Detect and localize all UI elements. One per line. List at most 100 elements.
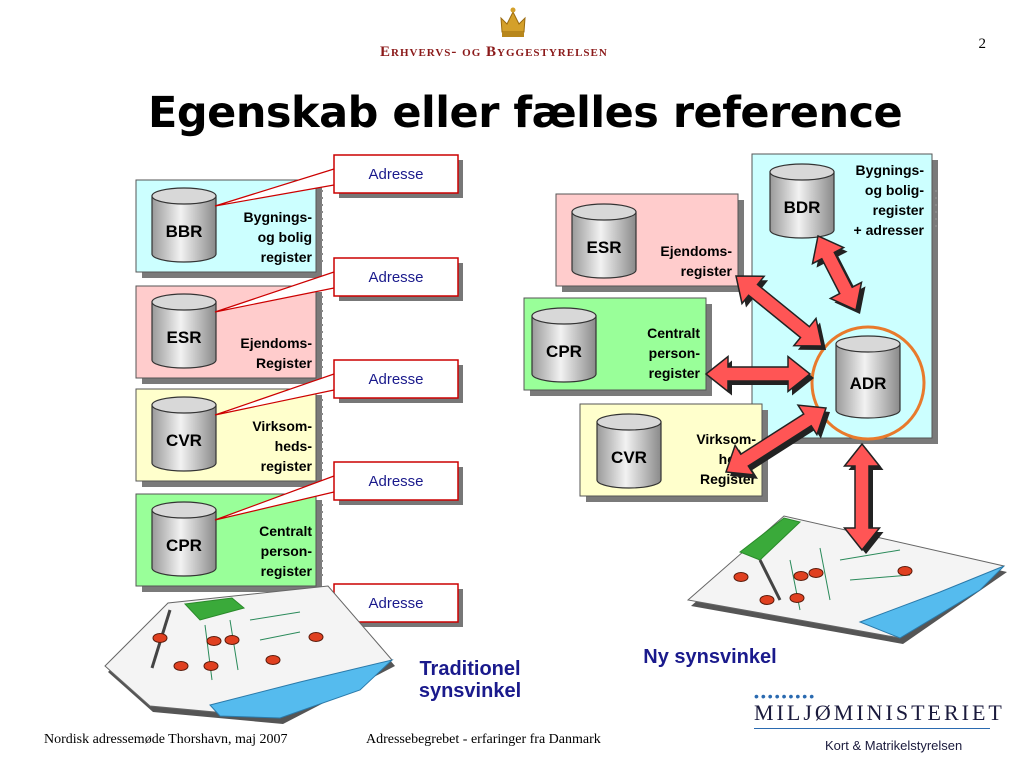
arrow-body bbox=[811, 234, 863, 312]
register-label-line: Virksom- bbox=[252, 418, 312, 434]
map-traditional bbox=[104, 585, 395, 724]
cylinder-label: ESR bbox=[587, 238, 622, 257]
cylinder-top bbox=[151, 293, 217, 311]
address-label: Adresse bbox=[333, 257, 463, 301]
database-cylinder: CPR bbox=[531, 307, 597, 383]
address-point bbox=[173, 661, 189, 671]
database-cylinder: ESR bbox=[571, 203, 637, 279]
label-body bbox=[333, 583, 459, 623]
address-label: Adresse bbox=[333, 461, 463, 505]
register-label-line: register bbox=[681, 263, 733, 279]
cylinder-label: ESR bbox=[167, 328, 202, 347]
map-new bbox=[686, 515, 1007, 644]
register-label-line: register bbox=[261, 563, 313, 579]
parcel-line bbox=[204, 611, 301, 681]
register-label-line: Ejendoms- bbox=[240, 335, 312, 351]
cylinder-body bbox=[151, 404, 217, 472]
parcel-line bbox=[789, 547, 911, 611]
agency-name: Erhvervs- og Byggestyrelsen bbox=[380, 44, 608, 60]
register-label-line: register bbox=[261, 458, 313, 474]
register-label-line: person- bbox=[261, 543, 313, 559]
cylinder-top bbox=[151, 187, 217, 205]
database-cylinder: BDR bbox=[769, 163, 835, 239]
register-esr: ESR Ejendoms- Register bbox=[135, 285, 323, 384]
register-label-line: register bbox=[649, 365, 701, 381]
address-point bbox=[308, 632, 324, 642]
highlight-ring bbox=[810, 325, 926, 441]
register-label-line: register bbox=[261, 249, 313, 265]
cylinder-label: CPR bbox=[546, 342, 582, 361]
cylinder-body bbox=[151, 301, 217, 369]
arrow-adr-map bbox=[842, 442, 884, 554]
cylinder-label: BBR bbox=[166, 222, 203, 241]
cylinder-body bbox=[571, 211, 637, 279]
ministry-divider bbox=[754, 728, 990, 729]
road bbox=[758, 559, 782, 601]
address-point bbox=[733, 572, 749, 582]
page-number: 2 bbox=[978, 36, 987, 52]
address-point bbox=[808, 568, 824, 578]
ministry-sub: Kort & Matrikelstyrelsen bbox=[825, 738, 963, 753]
register-label-line: Register bbox=[256, 355, 313, 371]
address-pointer bbox=[214, 475, 335, 521]
address-label: Adresse bbox=[333, 154, 463, 198]
address-point bbox=[759, 595, 775, 605]
arrow-body bbox=[735, 275, 823, 347]
cylinder-top bbox=[151, 396, 217, 414]
address-point bbox=[224, 635, 240, 645]
cylinder-top bbox=[769, 163, 835, 181]
database-cylinder: BBR bbox=[151, 187, 217, 263]
register-cvr: CVR Virksom-heds-register bbox=[135, 388, 323, 487]
cylinder-top bbox=[531, 307, 597, 325]
address-pointer bbox=[214, 271, 335, 313]
arrow-bdr-adr bbox=[811, 234, 866, 314]
database-cylinder: CVR bbox=[151, 396, 217, 472]
footer-left: Nordisk adressemøde Thorshavn, maj 2007 bbox=[44, 732, 288, 747]
cylinder-label: CVR bbox=[166, 431, 202, 450]
address-point bbox=[789, 593, 805, 603]
register-label-line: Virksom- bbox=[696, 431, 756, 447]
address-text: Adresse bbox=[368, 595, 423, 612]
register-label-line: register bbox=[873, 202, 925, 218]
park-area bbox=[183, 597, 246, 621]
address-text: Adresse bbox=[368, 371, 423, 388]
register-adr: ADR bbox=[810, 325, 926, 441]
address-label: Adresse bbox=[333, 583, 463, 627]
water-area bbox=[858, 565, 1005, 639]
cylinder-top bbox=[835, 335, 901, 353]
cylinder-body bbox=[531, 315, 597, 383]
footer-right: Adressebegrebet - erfaringer fra Danmark bbox=[366, 732, 601, 747]
address-point bbox=[206, 636, 222, 646]
address-text: Adresse bbox=[368, 473, 423, 490]
address-point bbox=[203, 661, 219, 671]
cylinder-label: CPR bbox=[166, 536, 202, 555]
cylinder-top bbox=[571, 203, 637, 221]
address-point bbox=[152, 633, 168, 643]
register-label-line: + adresser bbox=[854, 222, 925, 238]
arrow-cvr-adr bbox=[724, 404, 830, 479]
cylinder-label: CVR bbox=[611, 448, 647, 467]
register-label-line: heds- bbox=[275, 438, 313, 454]
database-cylinder: CPR bbox=[151, 501, 217, 577]
label-body bbox=[333, 461, 459, 501]
cylinder-body bbox=[835, 343, 901, 419]
address-text: Adresse bbox=[368, 166, 423, 183]
park-area bbox=[739, 517, 802, 561]
page-title: Egenskab eller fælles reference bbox=[148, 88, 903, 138]
database-cylinder: ADR bbox=[835, 335, 901, 419]
address-pointer bbox=[214, 168, 335, 207]
caption-traditional: Traditionel synsvinkel bbox=[395, 658, 545, 702]
register-label-line: Centralt bbox=[647, 325, 700, 341]
caption-traditional-line2: synsvinkel bbox=[418, 680, 522, 702]
address-pointer bbox=[214, 373, 335, 416]
register-label-line: og bolig bbox=[258, 229, 312, 245]
arrow-cpr-adr bbox=[704, 354, 814, 396]
arrow-body bbox=[724, 404, 828, 476]
water-area bbox=[209, 659, 394, 719]
ministry-dots: ••••••••• bbox=[754, 688, 817, 704]
cylinder-body bbox=[151, 509, 217, 577]
